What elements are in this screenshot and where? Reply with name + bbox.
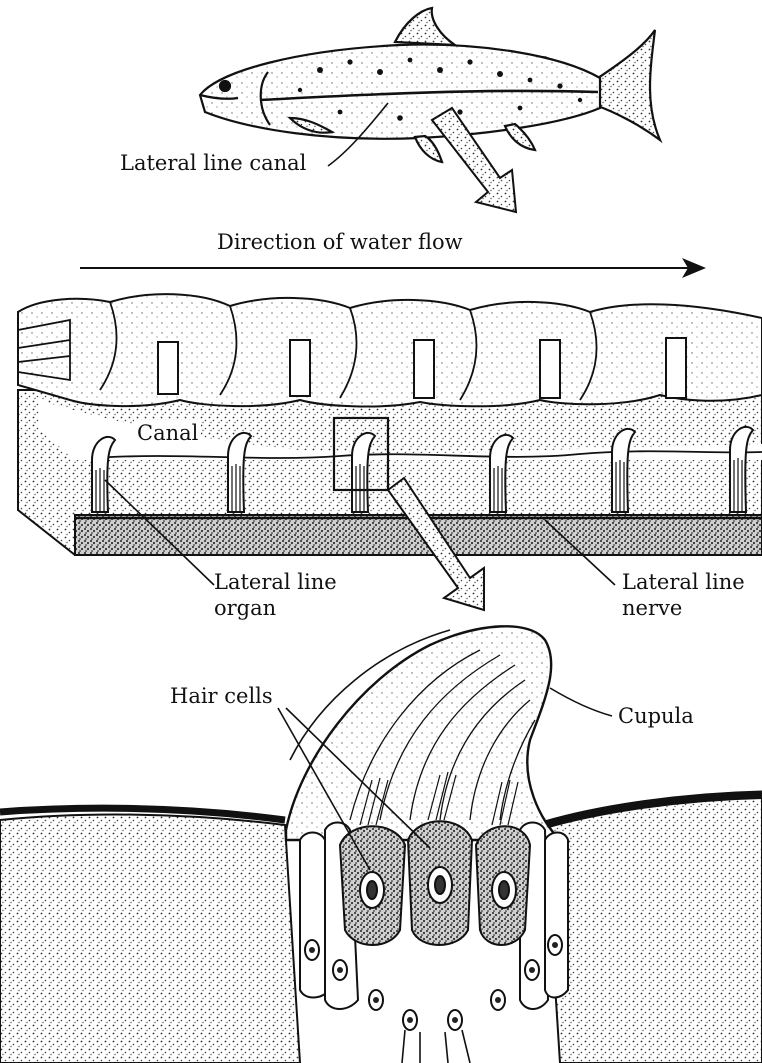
fish-pelvic-fin [415,136,442,162]
lateral-line-organ-label-line1: Lateral line [214,569,374,595]
canal-label: Canal [134,420,201,446]
fish-tail-fin [595,30,660,140]
canal-cross-section [18,294,762,555]
epidermis-tissue [545,798,762,1063]
lateral-line-nerve-label: Lateral line nerve [622,569,762,621]
cupula [286,626,560,840]
lateral-line-nerve-label-line2: nerve [622,595,762,621]
fish-anal-fin [505,124,535,150]
lateral-line-organ-label-line2: organ [214,595,374,621]
water-flow-arrow [80,258,706,278]
canal-pore [540,340,560,398]
trout-illustration [200,8,660,162]
lateral-line-organ-label: Lateral line organ [214,569,374,621]
fish-dorsal-fin [395,8,455,45]
epidermis-tissue [0,815,300,1063]
canal-pore [414,340,434,398]
neuromast-detail [0,626,762,1063]
hair-cells-label: Hair cells [170,683,273,709]
canal-pore [158,342,178,394]
canal-pore [666,338,686,398]
direction-of-water-flow-label: Direction of water flow [217,229,463,255]
fish-eye [220,81,230,91]
sensory-epithelium [300,821,568,1063]
lateral-line-nerve-label-line1: Lateral line [622,569,762,595]
canal-pore [290,340,310,396]
cupula-leader [550,688,612,716]
lateral-line-canal-label: Lateral line canal [120,150,306,176]
section-scale-layer [18,294,762,406]
cupula-label: Cupula [618,703,694,729]
